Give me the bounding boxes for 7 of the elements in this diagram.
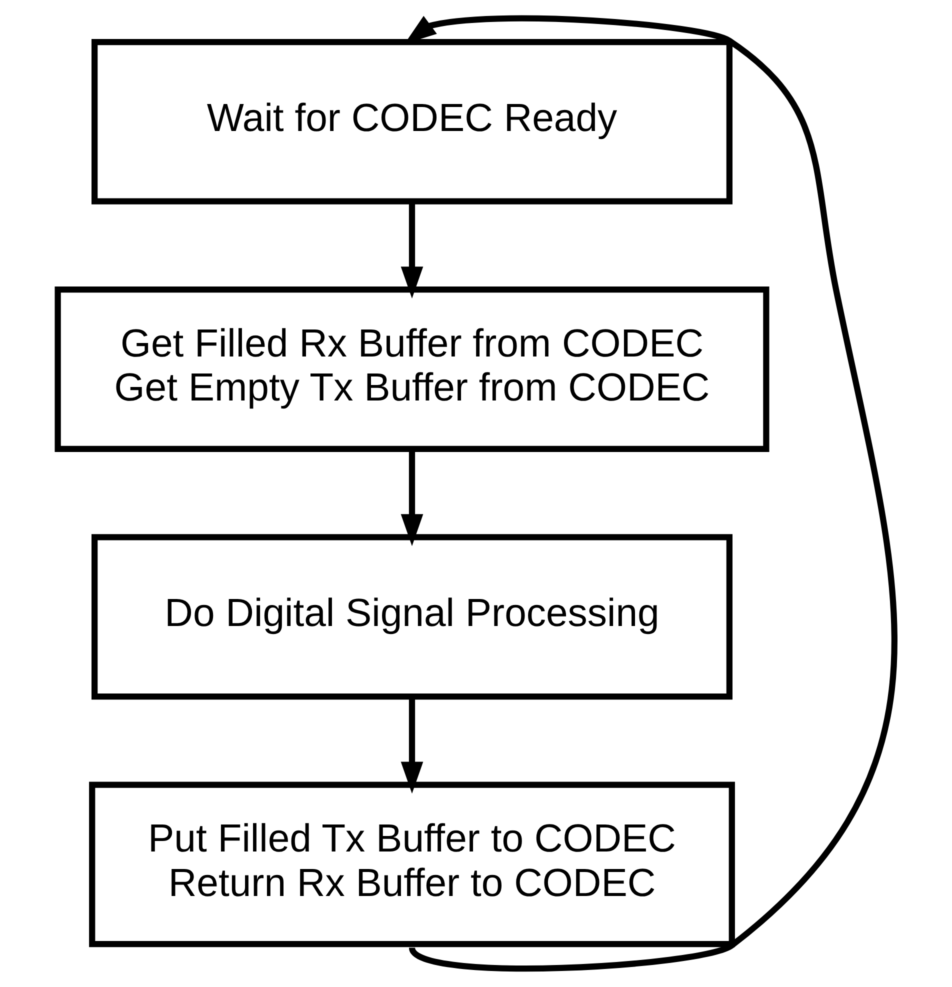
node-box: Get Filled Rx Buffer from CODEC Get Empty Tx Buffer from CODEC	[54, 286, 769, 452]
node-box: Do Digital Signal Processing	[91, 534, 732, 700]
node-box: Put Filled Tx Buffer to CODEC Return Rx Buffer to CODEC	[88, 782, 734, 948]
node-box: Wait for CODEC Ready	[91, 38, 732, 204]
arrow	[400, 449, 423, 546]
arrow	[400, 696, 423, 794]
arrow	[400, 202, 423, 299]
